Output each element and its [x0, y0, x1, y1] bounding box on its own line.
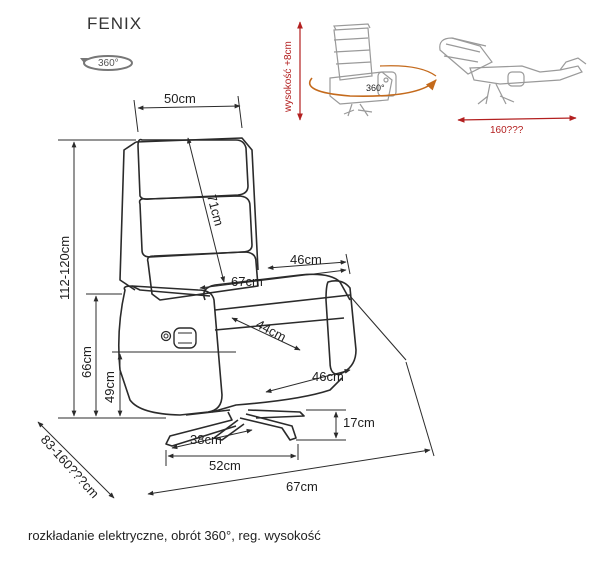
base-width-label: 52cm [209, 458, 241, 473]
base-front-label: 38cm [190, 432, 222, 447]
chair-drawing [117, 137, 357, 447]
rotation-360-icon: 360° [80, 55, 133, 71]
armrest-height-label: 66cm [79, 346, 94, 378]
armrest-depth-label: 46cm [290, 252, 322, 267]
base-height-label: 17cm [343, 415, 375, 430]
dimension-lines [37, 95, 435, 499]
height-adjust-label: wysokość +8cm [283, 41, 294, 113]
seat-depth-outer-label: 67cm [231, 274, 263, 289]
seat-depth-label: 44cm [254, 316, 289, 344]
total-depth-label: 67cm [286, 479, 318, 494]
backrest-width-label: 50cm [164, 91, 196, 106]
feature-caption: rozkładanie elektryczne, obrót 360°, reg… [28, 528, 321, 543]
inset-chair-upright [329, 23, 397, 117]
total-height-label: 112-120cm [57, 236, 72, 300]
rotation-symbol-label: 360° [98, 58, 119, 69]
product-title: FENIX [87, 14, 143, 33]
backrest-height-label: 71cm [204, 193, 227, 228]
inset-rotation-label: 360° [366, 83, 385, 93]
inset-chair-reclined [439, 37, 587, 105]
recline-length-label: 160??? [490, 125, 524, 136]
seat-width-label: 46cm [312, 369, 344, 384]
extended-depth-label: 83-160???cm [38, 432, 102, 501]
seat-height-label: 49cm [102, 371, 117, 403]
inset-illustration: wysokość +8cm 360° [283, 21, 587, 136]
